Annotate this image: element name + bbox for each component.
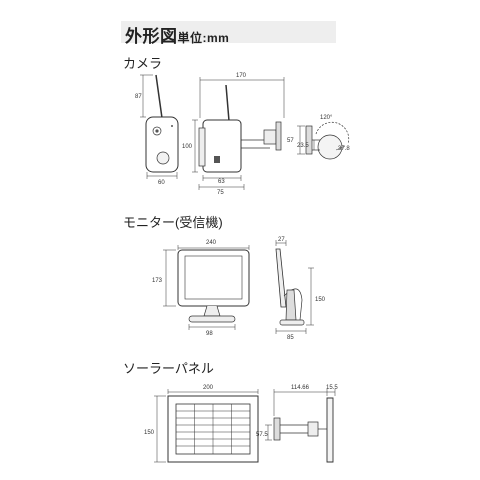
monitor-front-dims xyxy=(163,245,250,330)
camera-mount-view xyxy=(305,121,350,160)
dim-monitor-stand-width: 98 xyxy=(206,331,213,337)
dim-solar-panel-depth: 15.5 xyxy=(326,385,338,391)
monitor-front-view xyxy=(177,249,250,323)
section-label-solar: ソーラーパネル xyxy=(123,361,214,376)
camera-side-view xyxy=(198,84,282,173)
solar-side-view xyxy=(273,397,334,463)
dim-camera-total-width: 170 xyxy=(236,73,247,79)
solar-front-view xyxy=(167,395,259,463)
monitor-side-view xyxy=(275,248,305,326)
dim-monitor-base-depth: 85 xyxy=(287,335,294,341)
solar-side-dims xyxy=(265,389,336,441)
title-unit: 単位:mm xyxy=(177,31,230,45)
page-title: 外形図単位:mm xyxy=(125,22,229,47)
solar-front-dims xyxy=(154,389,259,463)
dim-solar-height: 150 xyxy=(144,430,155,436)
section-label-monitor: モニター(受信機) xyxy=(123,215,223,230)
section-label-camera: カメラ xyxy=(123,56,163,71)
dim-solar-arm-length: 114.66 xyxy=(291,385,310,391)
camera-side-dims xyxy=(192,77,285,190)
dim-monitor-stand-height: 150 xyxy=(315,297,326,303)
dim-camera-antenna-height: 87 xyxy=(135,94,142,100)
dim-monitor-top-depth: 27 xyxy=(278,237,285,243)
solar-cell-grid xyxy=(176,404,250,454)
camera-front-dims xyxy=(140,74,178,179)
dim-mount-angle: 120° xyxy=(320,115,333,121)
dim-camera-front-width: 60 xyxy=(158,180,165,186)
title-main: 外形図 xyxy=(125,27,178,46)
dim-camera-body-depth: 63 xyxy=(218,179,225,185)
dim-mount-radius: 37.8 xyxy=(338,146,350,152)
dim-solar-arm-height: 57.5 xyxy=(256,432,268,438)
monitor-side-dims xyxy=(275,240,314,334)
dim-camera-total-depth: 75 xyxy=(217,190,224,196)
title-bar xyxy=(121,21,336,43)
dim-camera-height: 100 xyxy=(182,144,193,150)
dim-monitor-height: 173 xyxy=(152,278,163,284)
dim-mount-offset: 23.5 xyxy=(297,143,309,149)
dim-mount-height: 57 xyxy=(287,138,294,144)
camera-mount-dims xyxy=(297,125,346,155)
dim-solar-width: 200 xyxy=(203,385,214,391)
dim-monitor-width: 240 xyxy=(206,240,217,246)
camera-front-view xyxy=(145,74,179,173)
